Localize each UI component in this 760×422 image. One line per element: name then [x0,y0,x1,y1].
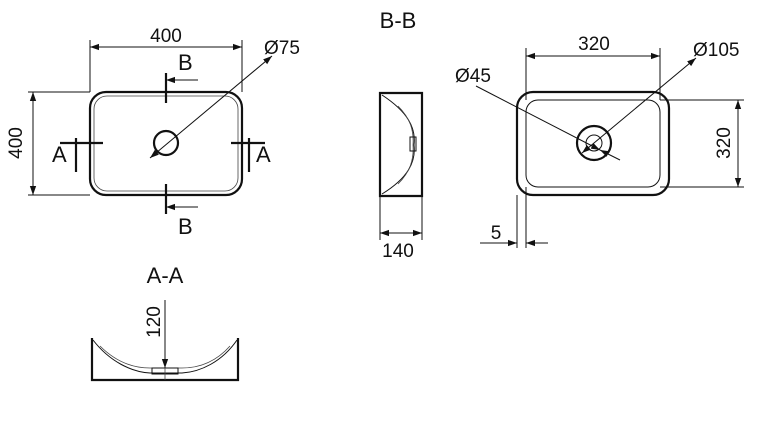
drain-diameter-label: Ø75 [264,38,300,59]
section-aa-view: A-A 120 [90,263,240,382]
section-b-top-label: B [178,50,193,75]
depth-dimension-label: 140 [382,241,414,262]
section-bb-title: B-B [380,8,417,33]
top-view-basin-inner-line [93,95,239,192]
top-view: 400 400 Ø75 A A B B [6,26,300,239]
inner-width-dimension-label: 320 [578,34,610,55]
section-bb-inner-profile [381,94,415,195]
section-aa-inner-profile [92,339,238,374]
section-a-right-label: A [256,142,271,167]
section-bb-drain [409,136,417,152]
section-aa-title: A-A [147,263,184,288]
drain-leader-line [149,55,273,159]
aa-depth-dimension-label: 120 [144,306,165,338]
top-view-basin-outline [88,90,244,197]
height-dimension-label: 400 [6,127,27,159]
inner-drain-leader [475,85,601,151]
wall-dimension-label: 5 [491,223,502,244]
outer-drain-leader [581,57,697,154]
width-dimension-label: 400 [150,26,182,47]
section-a-left-label: A [52,142,67,167]
inner-drain-diameter-label: Ø45 [455,66,491,87]
inner-view: 320 320 Ø105 Ø45 5 [455,34,744,248]
inner-height-dimension-label: 320 [714,127,735,159]
outer-drain-diameter-label: Ø105 [693,40,739,61]
inner-drain-leader-back [599,149,621,161]
section-bb-bowl-shade [397,105,414,185]
section-b-bottom-label: B [178,214,193,239]
section-bb-view: B-B 140 [378,8,424,262]
